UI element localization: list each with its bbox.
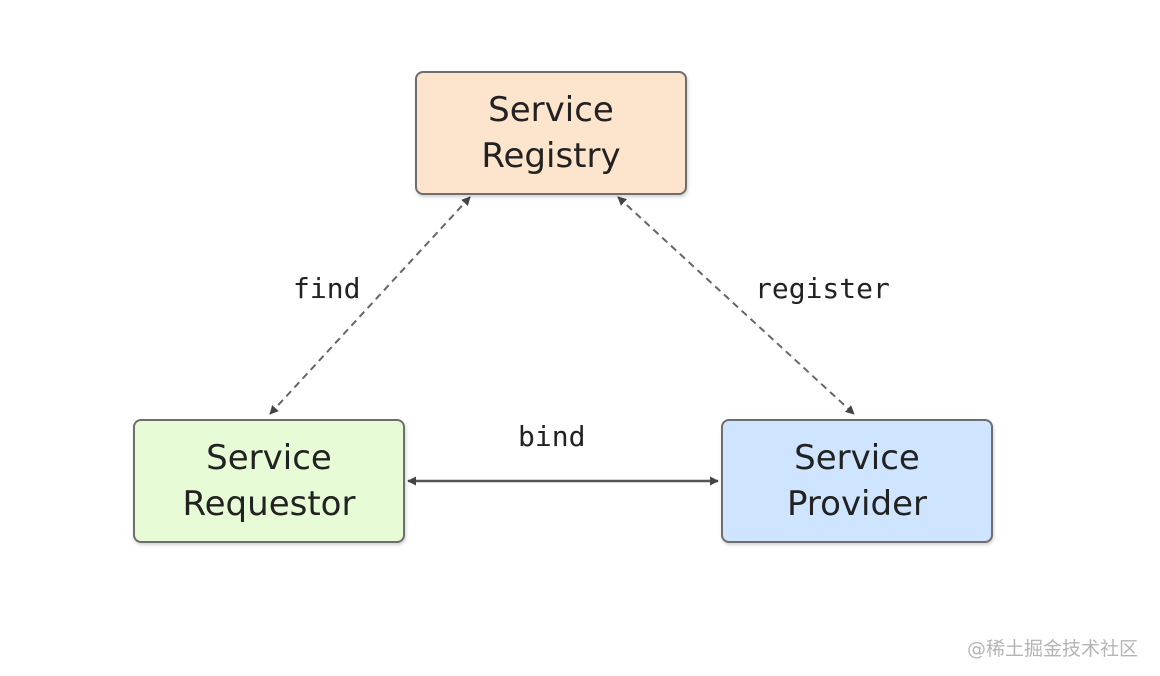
service-requestor-label-line2: Requestor (182, 484, 356, 524)
service-requestor-node: Service Requestor (133, 419, 405, 543)
bind-edge-label: bind (518, 420, 586, 453)
register-arrow (617, 196, 855, 415)
service-registry-node: Service Registry (415, 71, 687, 195)
service-requestor-label-line1: Service (206, 438, 332, 478)
service-registry-label-line1: Service (488, 90, 614, 130)
service-registry-label-line2: Registry (481, 136, 621, 176)
service-provider-node: Service Provider (721, 419, 993, 543)
find-edge-label: find (293, 272, 361, 305)
watermark-text: @稀土掘金技术社区 (966, 638, 1138, 660)
service-provider-label-line1: Service (794, 438, 920, 478)
find-arrow (269, 196, 471, 415)
register-edge-label: register (755, 272, 890, 305)
service-provider-label-line2: Provider (787, 484, 927, 524)
